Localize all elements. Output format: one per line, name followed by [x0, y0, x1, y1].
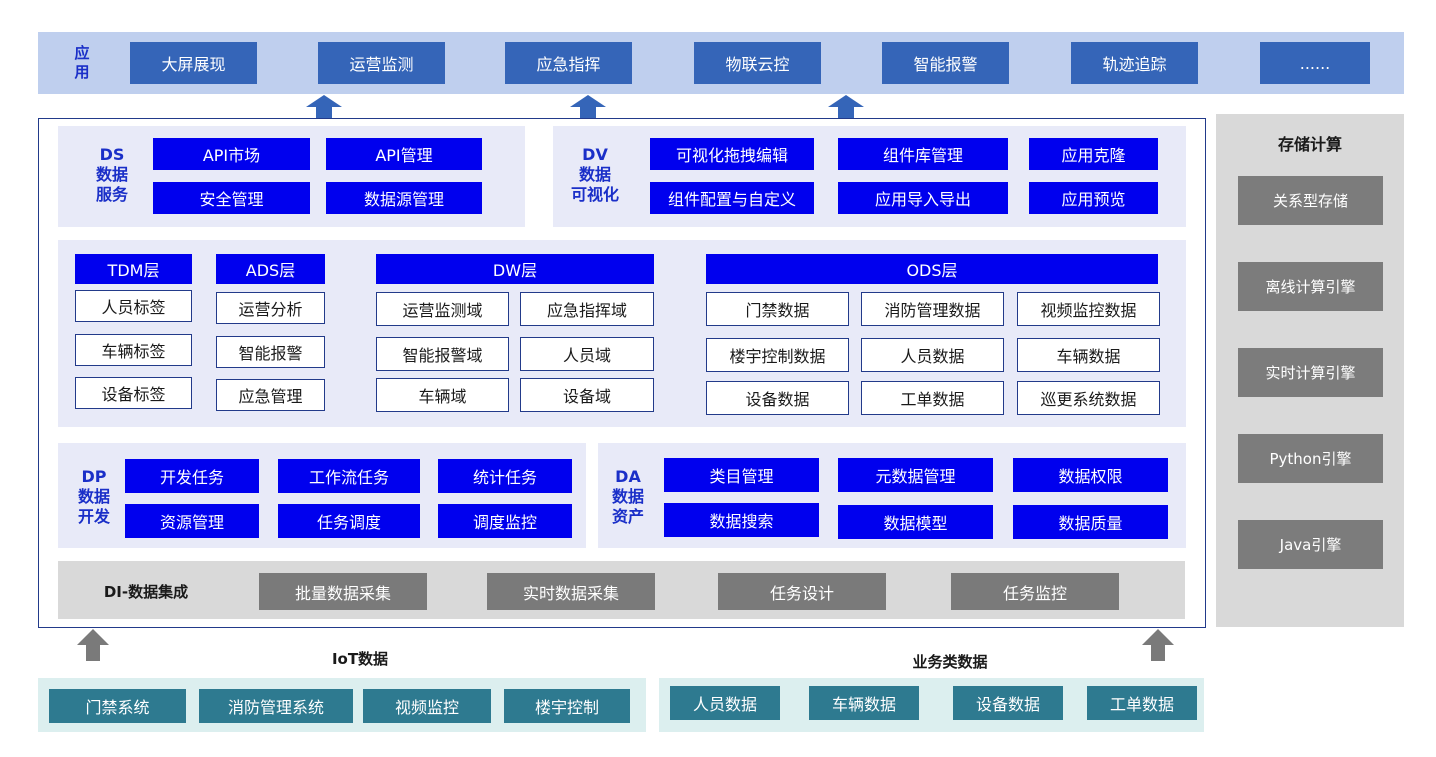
ads-layer-header: ADS层: [216, 254, 325, 284]
iot-source-item: 消防管理系统: [199, 689, 353, 723]
business-source-item: 车辆数据: [809, 686, 919, 720]
ads-item: 智能报警: [216, 336, 325, 368]
business-source-item: 工单数据: [1087, 686, 1197, 720]
business-source-item: 设备数据: [953, 686, 1063, 720]
da-item: 数据质量: [1013, 505, 1168, 539]
ads-item: 运营分析: [216, 292, 325, 324]
app-item-track: 轨迹追踪: [1071, 42, 1198, 84]
storage-item: 离线计算引擎: [1238, 262, 1383, 311]
business-data-label: 业务类数据: [912, 652, 988, 671]
tdm-layer-header: TDM层: [75, 254, 192, 284]
dp-item: 统计任务: [438, 459, 572, 493]
dw-item: 应急指挥域: [520, 292, 654, 326]
up-arrow-icon: [828, 95, 864, 119]
storage-title: 存储计算: [1277, 135, 1342, 154]
ods-item: 视频监控数据: [1017, 292, 1160, 326]
da-item: 数据模型: [838, 505, 993, 539]
up-arrow-icon: [77, 629, 109, 661]
up-arrow-icon: [570, 95, 606, 119]
iot-source-item: 门禁系统: [49, 689, 186, 723]
ds-item-api-manage: API管理: [326, 138, 482, 170]
app-item-more: ......: [1260, 42, 1370, 84]
ods-item: 巡更系统数据: [1017, 381, 1160, 415]
ds-item-datasource: 数据源管理: [326, 182, 482, 214]
iot-source-item: 视频监控: [363, 689, 491, 723]
da-label-3: 资产: [611, 507, 644, 526]
dp-item: 调度监控: [438, 504, 572, 538]
di-item: 任务监控: [951, 573, 1119, 610]
ods-layer-header: ODS层: [706, 254, 1158, 284]
da-item: 元数据管理: [838, 458, 993, 492]
da-item: 类目管理: [664, 458, 819, 492]
dp-label-2: 数据: [77, 487, 110, 506]
da-label-2: 数据: [611, 487, 644, 506]
business-source-item: 人员数据: [670, 686, 780, 720]
ods-item: 工单数据: [861, 381, 1004, 415]
da-item: 数据搜索: [664, 503, 819, 537]
ods-item: 消防管理数据: [861, 292, 1004, 326]
app-layer-label: 应用: [68, 40, 96, 86]
ds-item-security: 安全管理: [153, 182, 310, 214]
tdm-item: 车辆标签: [75, 334, 192, 366]
di-item: 任务设计: [718, 573, 886, 610]
dp-label-3: 开发: [77, 507, 110, 526]
dp-item: 资源管理: [125, 504, 259, 538]
dw-item: 车辆域: [376, 378, 509, 412]
di-item: 批量数据采集: [259, 573, 427, 610]
ds-label-3: 服务: [95, 185, 128, 204]
iot-data-label: IoT数据: [331, 649, 389, 668]
dv-label-3: 可视化: [570, 185, 619, 204]
dw-item: 智能报警域: [376, 337, 509, 371]
dv-item-import-export: 应用导入导出: [838, 182, 1008, 214]
ods-item: 楼宇控制数据: [706, 338, 849, 372]
dw-item: 运营监测域: [376, 292, 509, 326]
storage-item: Java引擎: [1238, 520, 1383, 569]
app-item-smart-alarm: 智能报警: [882, 42, 1009, 84]
ads-item: 应急管理: [216, 379, 325, 411]
ods-item: 门禁数据: [706, 292, 849, 326]
app-item-dashboard: 大屏展现: [130, 42, 257, 84]
app-item-emergency-command: 应急指挥: [505, 42, 632, 84]
storage-item: Python引擎: [1238, 434, 1383, 483]
dw-item: 人员域: [520, 337, 654, 371]
ds-label: DS 数据 服务: [80, 140, 144, 210]
app-layer-label-2: 用: [74, 63, 90, 81]
dp-item: 任务调度: [278, 504, 420, 538]
app-item-iot-control: 物联云控: [694, 42, 821, 84]
da-label: DA 数据 资产: [598, 462, 658, 532]
di-item: 实时数据采集: [487, 573, 655, 610]
storage-item: 实时计算引擎: [1238, 348, 1383, 397]
app-layer-label-1: 应: [74, 44, 90, 62]
dv-item-app-preview: 应用预览: [1029, 182, 1158, 214]
dw-item: 设备域: [520, 378, 654, 412]
ds-label-2: 数据: [95, 165, 128, 184]
dp-label-1: DP: [81, 467, 107, 486]
dv-item-drag-edit: 可视化拖拽编辑: [650, 138, 814, 170]
ods-item: 人员数据: [861, 338, 1004, 372]
up-arrow-icon: [1142, 629, 1174, 661]
dv-label-1: DV: [582, 145, 608, 164]
dp-item: 工作流任务: [278, 459, 420, 493]
da-label-1: DA: [615, 467, 641, 486]
dp-item: 开发任务: [125, 459, 259, 493]
ds-label-1: DS: [99, 145, 125, 164]
up-arrow-icon: [306, 95, 342, 119]
dv-item-component-config: 组件配置与自定义: [650, 182, 814, 214]
tdm-item: 人员标签: [75, 290, 192, 322]
storage-item: 关系型存储: [1238, 176, 1383, 225]
dv-item-component-lib: 组件库管理: [838, 138, 1008, 170]
dv-label: DV 数据 可视化: [562, 140, 628, 210]
iot-source-item: 楼宇控制: [504, 689, 630, 723]
dv-label-2: 数据: [578, 165, 611, 184]
da-item: 数据权限: [1013, 458, 1168, 492]
dw-layer-header: DW层: [376, 254, 654, 284]
di-label: DI-数据集成: [103, 582, 189, 601]
dp-label: DP 数据 开发: [64, 462, 124, 532]
ds-item-api-market: API市场: [153, 138, 310, 170]
tdm-item: 设备标签: [75, 377, 192, 409]
ods-item: 设备数据: [706, 381, 849, 415]
dv-item-app-clone: 应用克隆: [1029, 138, 1158, 170]
app-item-operation-monitor: 运营监测: [318, 42, 445, 84]
ods-item: 车辆数据: [1017, 338, 1160, 372]
